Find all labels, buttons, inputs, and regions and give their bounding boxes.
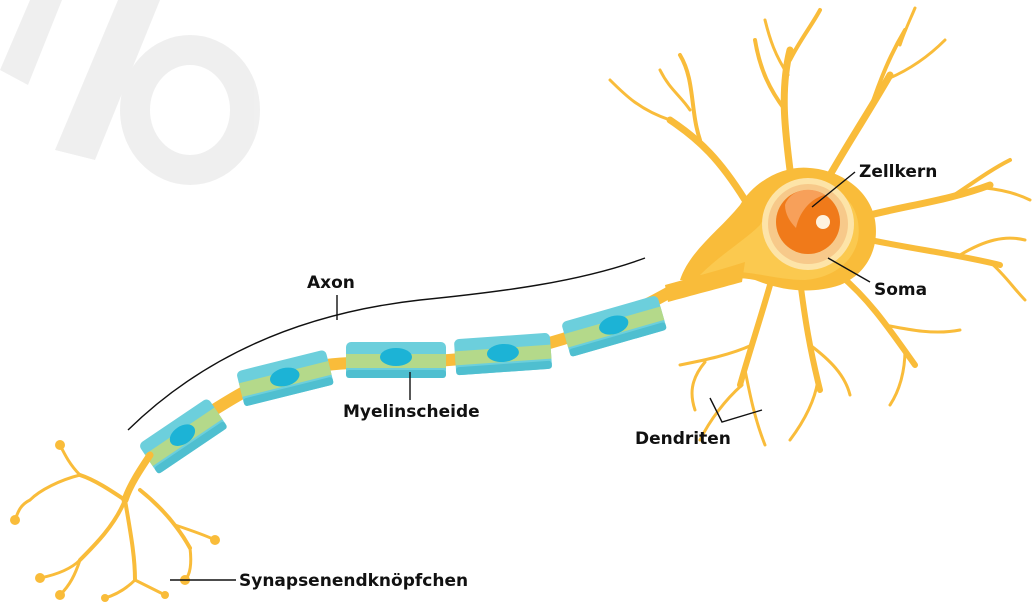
myelin-sheath xyxy=(138,295,667,474)
synaptic-bouton xyxy=(55,590,65,600)
myelin-segment xyxy=(346,342,446,378)
synaptic-bouton xyxy=(210,535,220,545)
label-synapse: Synapsenendknöpfchen xyxy=(239,571,468,591)
synaptic-bouton xyxy=(10,515,20,525)
synaptic-bouton xyxy=(35,573,45,583)
label-axon: Axon xyxy=(307,273,355,293)
axon-terminals xyxy=(10,440,220,602)
label-nucleus: Zellkern xyxy=(859,162,937,182)
watermark xyxy=(0,0,245,170)
synaptic-bouton xyxy=(161,591,169,599)
synaptic-bouton xyxy=(55,440,65,450)
label-dendrites: Dendriten xyxy=(635,429,731,449)
myelin-segment xyxy=(561,295,667,357)
synaptic-bouton xyxy=(101,594,109,602)
label-soma: Soma xyxy=(874,280,927,300)
nucleus xyxy=(762,178,854,270)
myelin-segment xyxy=(454,333,552,376)
label-myelin: Myelinscheide xyxy=(343,402,480,422)
myelin-segment xyxy=(236,349,334,406)
